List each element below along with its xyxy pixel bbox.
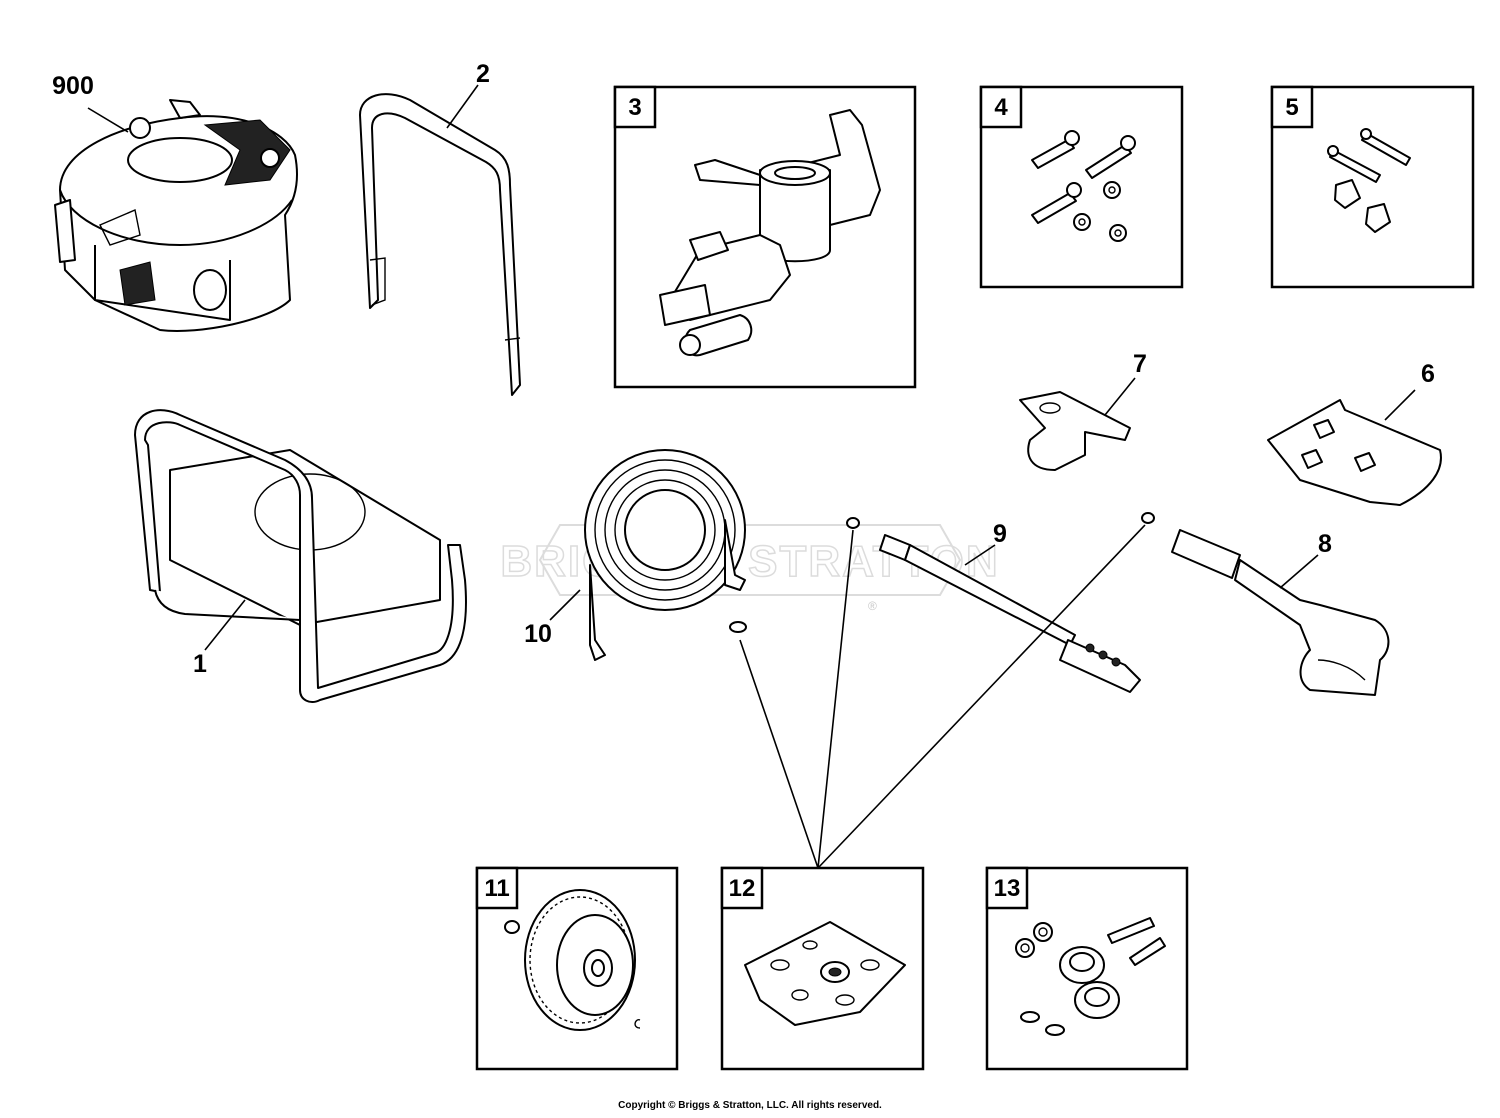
copyright-footer: Copyright © Briggs & Stratton, LLC. All … (618, 1100, 882, 1111)
watermark-registered-mark: ® (868, 599, 877, 613)
bolt-kit-4-illustration (1031, 130, 1136, 242)
box-bolt-kit-4[interactable]: 4 (979, 85, 1184, 289)
box-number-oring-kit: 12 (729, 875, 756, 902)
callout-spray-gun: 8 (1318, 530, 1332, 558)
oring-leader-lines (739, 524, 1146, 869)
box-foot-kit[interactable]: 13 (985, 866, 1189, 1071)
callout-engine: 900 (52, 72, 94, 100)
bolt-kit-5-illustration (1327, 128, 1411, 233)
pump-illustration (659, 109, 881, 357)
wand-part[interactable] (846, 517, 1141, 693)
box-oring-kit[interactable]: 12 (720, 866, 925, 1071)
box-pump[interactable]: 3 (613, 85, 917, 389)
callout-handle: 2 (476, 60, 490, 88)
callout-hose: 10 (524, 620, 552, 648)
callout-frame: 1 (193, 650, 207, 678)
box-number-bolt-kit-5: 5 (1285, 94, 1298, 121)
foot-kit-illustration (1015, 917, 1166, 1036)
box-number-wheel-kit: 11 (484, 875, 509, 902)
callout-nozzle-kit: 6 (1421, 360, 1435, 388)
engine-part[interactable] (54, 99, 298, 332)
box-number-foot-kit: 13 (994, 875, 1021, 902)
frame-part[interactable] (134, 409, 467, 703)
spray-gun-part[interactable] (1141, 512, 1390, 696)
bracket-part[interactable] (1019, 391, 1131, 471)
box-wheel-kit[interactable]: 11 (475, 866, 679, 1071)
hose-part[interactable] (584, 449, 747, 661)
box-bolt-kit-5[interactable]: 5 (1270, 85, 1475, 289)
box-number-bolt-kit-4: 4 (994, 94, 1008, 121)
callout-bracket: 7 (1133, 350, 1147, 378)
oring-kit-illustration (744, 921, 906, 1026)
callout-wand: 9 (993, 520, 1007, 548)
box-number-pump: 3 (628, 94, 641, 121)
wheel-kit-illustration (504, 889, 641, 1031)
nozzle-kit-part[interactable] (1267, 399, 1442, 506)
handle-part[interactable] (359, 93, 521, 396)
